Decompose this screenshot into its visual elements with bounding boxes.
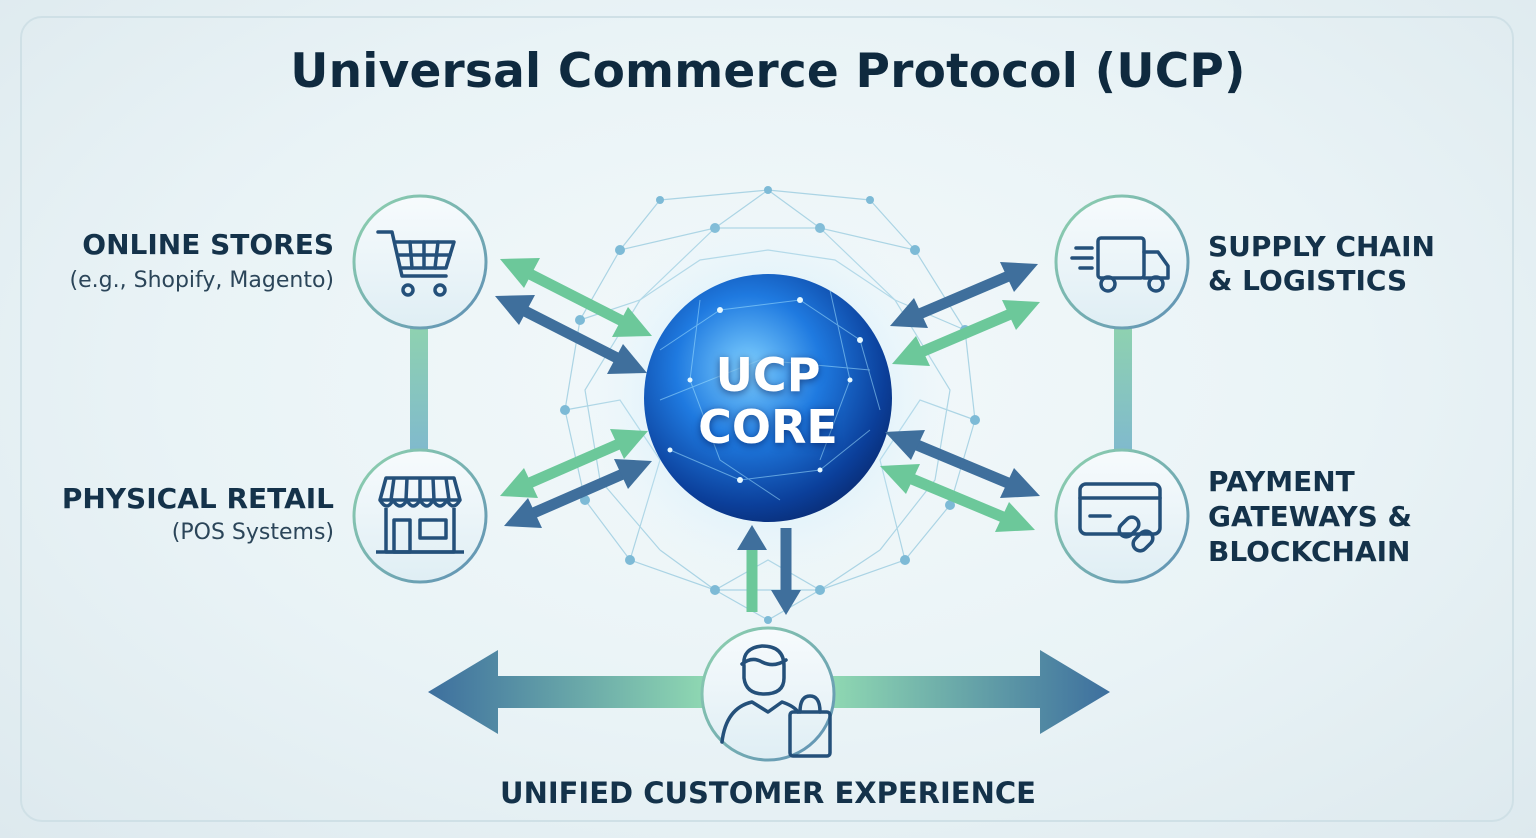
customer-arrow-left [428, 650, 706, 734]
credit-card-link-icon [1078, 482, 1162, 553]
customer-shopping-bag-icon [720, 644, 832, 758]
left-vertical-connector [410, 320, 428, 460]
supply-chain-label-line2: & LOGISTICS [1208, 264, 1408, 297]
delivery-truck-icon [1070, 236, 1170, 293]
storefront-icon [376, 476, 464, 554]
node-supply-chain [1054, 194, 1190, 330]
arrow-core-to-payment [885, 430, 1040, 498]
arrow-physical-retail-to-core [500, 429, 648, 498]
supply-chain-label-line1: SUPPLY CHAIN [1208, 230, 1435, 263]
frame-border [20, 16, 1514, 822]
physical-retail-sublabel: (POS Systems) [171, 520, 334, 545]
core-label-line1: UCP [715, 348, 821, 402]
node-payment [1054, 448, 1190, 584]
arrow-core-to-physical-retail [504, 459, 652, 528]
payment-label-line3: BLOCKCHAIN [1208, 535, 1411, 568]
arrow-core-to-customer [771, 528, 801, 615]
arrow-payment-to-core [880, 464, 1035, 532]
physical-retail-label: PHYSICAL RETAIL [61, 482, 334, 515]
arrow-core-to-supply-chain [890, 262, 1038, 328]
node-physical-retail [352, 448, 488, 584]
arrow-customer-to-core [737, 525, 767, 612]
online-stores-sublabel: (e.g., Shopify, Magento) [69, 268, 334, 293]
shopping-cart-icon [376, 230, 456, 297]
page-title: Universal Commerce Protocol (UCP) [290, 44, 1246, 99]
payment-label-line1: PAYMENT [1208, 465, 1355, 498]
node-online-stores [352, 194, 488, 330]
ucp-core-sphere [644, 274, 892, 522]
right-vertical-connector [1114, 320, 1132, 460]
core-label-line2: CORE [698, 400, 838, 454]
core-sphere-sparks [667, 297, 863, 483]
online-stores-label: ONLINE STORES [82, 228, 334, 261]
arrow-core-to-online-stores [495, 295, 647, 374]
payment-label-line2: GATEWAYS & [1208, 500, 1412, 533]
customer-experience-label: UNIFIED CUSTOMER EXPERIENCE [500, 776, 1036, 810]
customer-arrow-right [832, 650, 1110, 734]
arrow-supply-chain-to-core [892, 300, 1040, 366]
arrow-online-stores-to-core [500, 258, 652, 337]
